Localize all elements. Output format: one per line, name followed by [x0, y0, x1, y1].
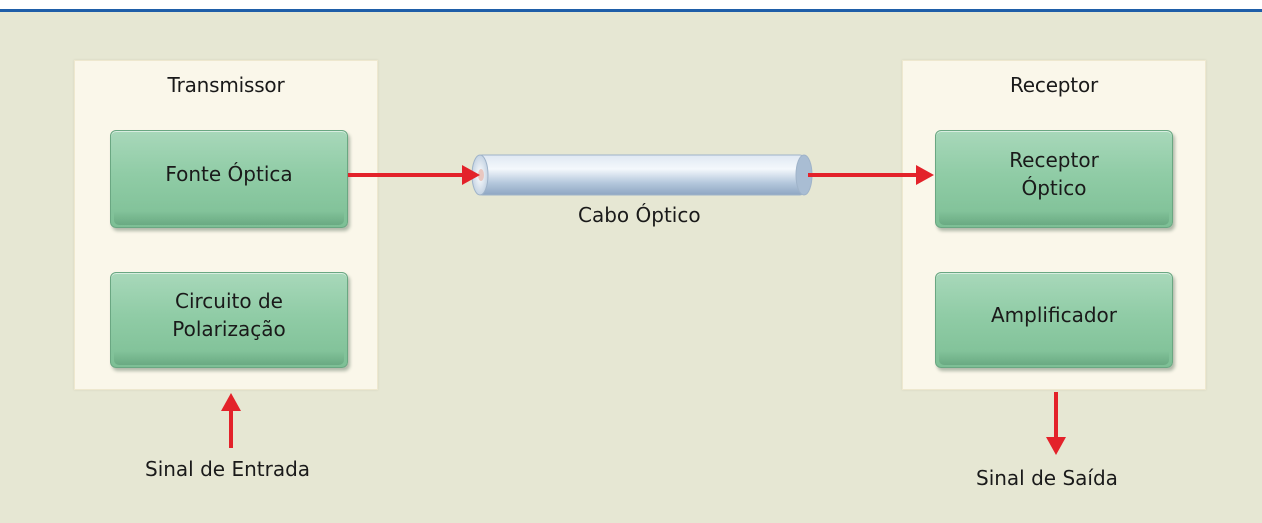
optical-cable	[471, 154, 813, 196]
arrow-output-signal	[1046, 392, 1066, 455]
input-signal-label: Sinal de Entrada	[145, 457, 311, 481]
arrow-cable-to-receiver	[808, 165, 934, 185]
output-signal-label: Sinal de Saída	[976, 466, 1118, 490]
transmitter-title: Transmissor	[167, 73, 285, 97]
receiver-title: Receptor	[1010, 73, 1098, 97]
amplifier-block: Amplificador	[935, 272, 1173, 368]
cable-label: Cabo Óptico	[578, 203, 701, 227]
optical-receiver-block: Receptor Óptico	[935, 130, 1173, 228]
bias-circuit-block: Circuito de Polarização	[110, 272, 348, 368]
arrow-input-signal	[221, 393, 241, 448]
optical-source-block: Fonte Óptica	[110, 130, 348, 228]
arrow-source-to-cable	[348, 165, 480, 185]
top-rule	[0, 9, 1262, 12]
